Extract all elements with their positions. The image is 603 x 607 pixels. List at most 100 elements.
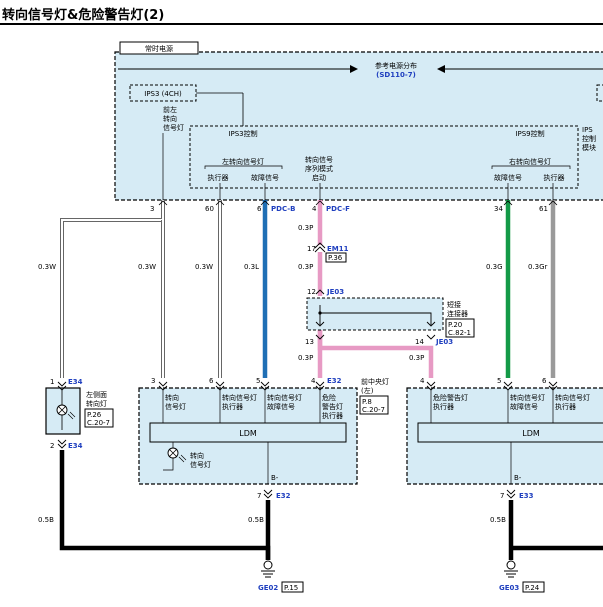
- short-connector-label-1: 短接: [447, 300, 461, 309]
- side-lamp-conn-top[interactable]: E34: [68, 378, 83, 386]
- pin-60: 60: [205, 205, 214, 213]
- ldm-left-page-2[interactable]: C.20-7: [362, 406, 385, 414]
- arrow-right-icon: [350, 65, 358, 73]
- ldm-right-label: LDM: [522, 429, 540, 438]
- wire-label-pin6: 0.3L: [244, 263, 259, 271]
- ldm-right-label-3b: 执行器: [555, 402, 576, 411]
- ldm-left-lamp-label-1: 转向: [190, 451, 204, 460]
- ground-icon: [504, 560, 518, 578]
- wire-label-pin61: 0.3Gr: [528, 263, 548, 271]
- ldm-right-out-connector[interactable]: E33: [519, 492, 534, 500]
- side-lamp-pin-bottom: 2: [50, 442, 54, 450]
- bulb-icon: [56, 390, 76, 430]
- ldm-right-label-1a: 危险警告灯: [433, 393, 468, 402]
- ips-module-3: 模块: [582, 143, 596, 152]
- ldm-right-label-2a: 转向信号灯: [510, 393, 545, 402]
- wire-white-3: [60, 200, 165, 378]
- em11-page[interactable]: P.36: [328, 254, 343, 262]
- ips-module-2: 控制: [582, 134, 596, 143]
- ldm-left-out-pin: 7: [257, 492, 261, 500]
- wire-label-pin34: 0.3G: [486, 263, 503, 271]
- pin-4: 4: [312, 205, 317, 213]
- je03-top-connector[interactable]: JE03: [326, 288, 344, 296]
- left-turn-lamp-label: 左转向信号灯: [222, 157, 264, 166]
- ldm-left-label-4c: 执行器: [322, 411, 343, 420]
- ldm-right-ground-node: B-: [514, 474, 522, 482]
- em11-connector-icon: [314, 242, 326, 253]
- em11-wire: 0.3P: [298, 263, 313, 271]
- short-connector-box: [306, 297, 444, 331]
- ldm-left-page-1[interactable]: P.8: [362, 398, 372, 406]
- ldm-right-module: [417, 422, 603, 443]
- ldm-left-label-1a: 转向: [165, 393, 179, 402]
- left-executor-label: 执行器: [208, 173, 229, 182]
- ldm-left-label-2b: 执行器: [222, 402, 243, 411]
- right-fault-label: 故障信号: [494, 173, 522, 182]
- title-rule: [0, 23, 603, 25]
- ips-control-box: [189, 125, 579, 189]
- ldm-left-label-3a: 转向信号灯: [267, 393, 302, 402]
- short-connector-page-2[interactable]: C.82-1: [448, 329, 471, 337]
- em11-connector[interactable]: EM11: [327, 245, 349, 253]
- ldm-right-out-pin: 7: [500, 492, 504, 500]
- ldm-left-label-3b: 故障信号: [267, 402, 295, 411]
- je03-wire-14: 0.3P: [409, 354, 424, 362]
- ldm-right-label-2b: 故障信号: [510, 402, 538, 411]
- ref-power-link[interactable]: (SD110-7): [376, 71, 416, 79]
- je03-pin-14: 14: [415, 338, 424, 346]
- ips3-control-label: IPS3控制: [228, 129, 257, 138]
- ldm-left-label-4b: 警告灯: [322, 402, 343, 411]
- ldm-right-label-1b: 执行器: [433, 402, 454, 411]
- ldm-left-module: [149, 422, 347, 443]
- ips3-4ch-label: IPS3 (4CH): [144, 90, 182, 98]
- side-lamp-page-1[interactable]: P.26: [87, 411, 102, 419]
- ldm-left-name-2: (左): [361, 386, 374, 395]
- front-left-turn-3: 信号灯: [163, 123, 184, 132]
- ldm-right-out-wire: 0.5B: [490, 516, 506, 524]
- ldm-left-out-connector[interactable]: E32: [276, 492, 291, 500]
- turn-seq-2: 序列模式: [305, 164, 333, 173]
- ground-ge03-page[interactable]: P.24: [525, 584, 540, 592]
- ground-icon: [261, 560, 275, 578]
- turn-seq-3: 启动: [312, 173, 326, 182]
- pin-6: 6: [257, 205, 262, 213]
- ldm-right-pin-5: 5: [497, 377, 501, 385]
- je03-bottom-connector[interactable]: JE03: [435, 338, 453, 346]
- side-lamp-label-2: 转向灯: [86, 399, 107, 408]
- je03-top-pin: 12: [307, 288, 316, 296]
- wire-label-pin3: 0.3W: [138, 263, 156, 271]
- ground-ge03[interactable]: GE03: [499, 584, 519, 592]
- side-lamp-page-2[interactable]: C.20-7: [87, 419, 110, 427]
- ldm-left-ground-node: B-: [271, 474, 279, 482]
- front-left-turn-1: 前左: [163, 105, 177, 114]
- ldm-left-out-wire: 0.5B: [248, 516, 264, 524]
- ground-ge02[interactable]: GE02: [258, 584, 278, 592]
- wire-label-left: 0.3W: [38, 263, 56, 271]
- je03-wire-13: 0.3P: [298, 354, 313, 362]
- page-title: 转向信号灯&危险警告灯(2): [2, 8, 165, 23]
- ldm-left-label-4a: 危险: [322, 393, 336, 402]
- side-lamp-conn-bottom[interactable]: E34: [68, 442, 83, 450]
- ldm-right-pin-6: 6: [542, 377, 547, 385]
- short-connector-page-1[interactable]: P.20: [448, 321, 462, 329]
- side-lamp-pin-top: 1: [50, 378, 54, 386]
- ldm-left-pin-4: 4: [311, 377, 316, 385]
- ground-ge02-page[interactable]: P.15: [284, 584, 298, 592]
- ldm-left-name-1: 前中央灯: [361, 377, 389, 386]
- ldm-right-pin-4: 4: [420, 377, 425, 385]
- ldm-left-bulb-icon: [163, 442, 187, 471]
- ldm-left-pin-6: 6: [209, 377, 214, 385]
- conn-pdc-f[interactable]: PDC-F: [326, 205, 350, 213]
- right-executor-label: 执行器: [544, 173, 565, 182]
- ldm-left-label-2a: 转向信号灯: [222, 393, 257, 402]
- right-turn-lamp-label: 右转向信号灯: [509, 157, 551, 166]
- ldm-left-connector[interactable]: E32: [327, 377, 342, 385]
- ldm-left-label-1b: 信号灯: [165, 402, 186, 411]
- conn-pdc-b[interactable]: PDC-B: [271, 205, 295, 213]
- side-lamp-wire: 0.5B: [38, 516, 54, 524]
- ips9-4ch-box: [596, 84, 603, 102]
- ldm-left-label: LDM: [239, 429, 257, 438]
- constant-power-label: 常时电源: [145, 44, 173, 53]
- je03-pin-13: 13: [305, 338, 314, 346]
